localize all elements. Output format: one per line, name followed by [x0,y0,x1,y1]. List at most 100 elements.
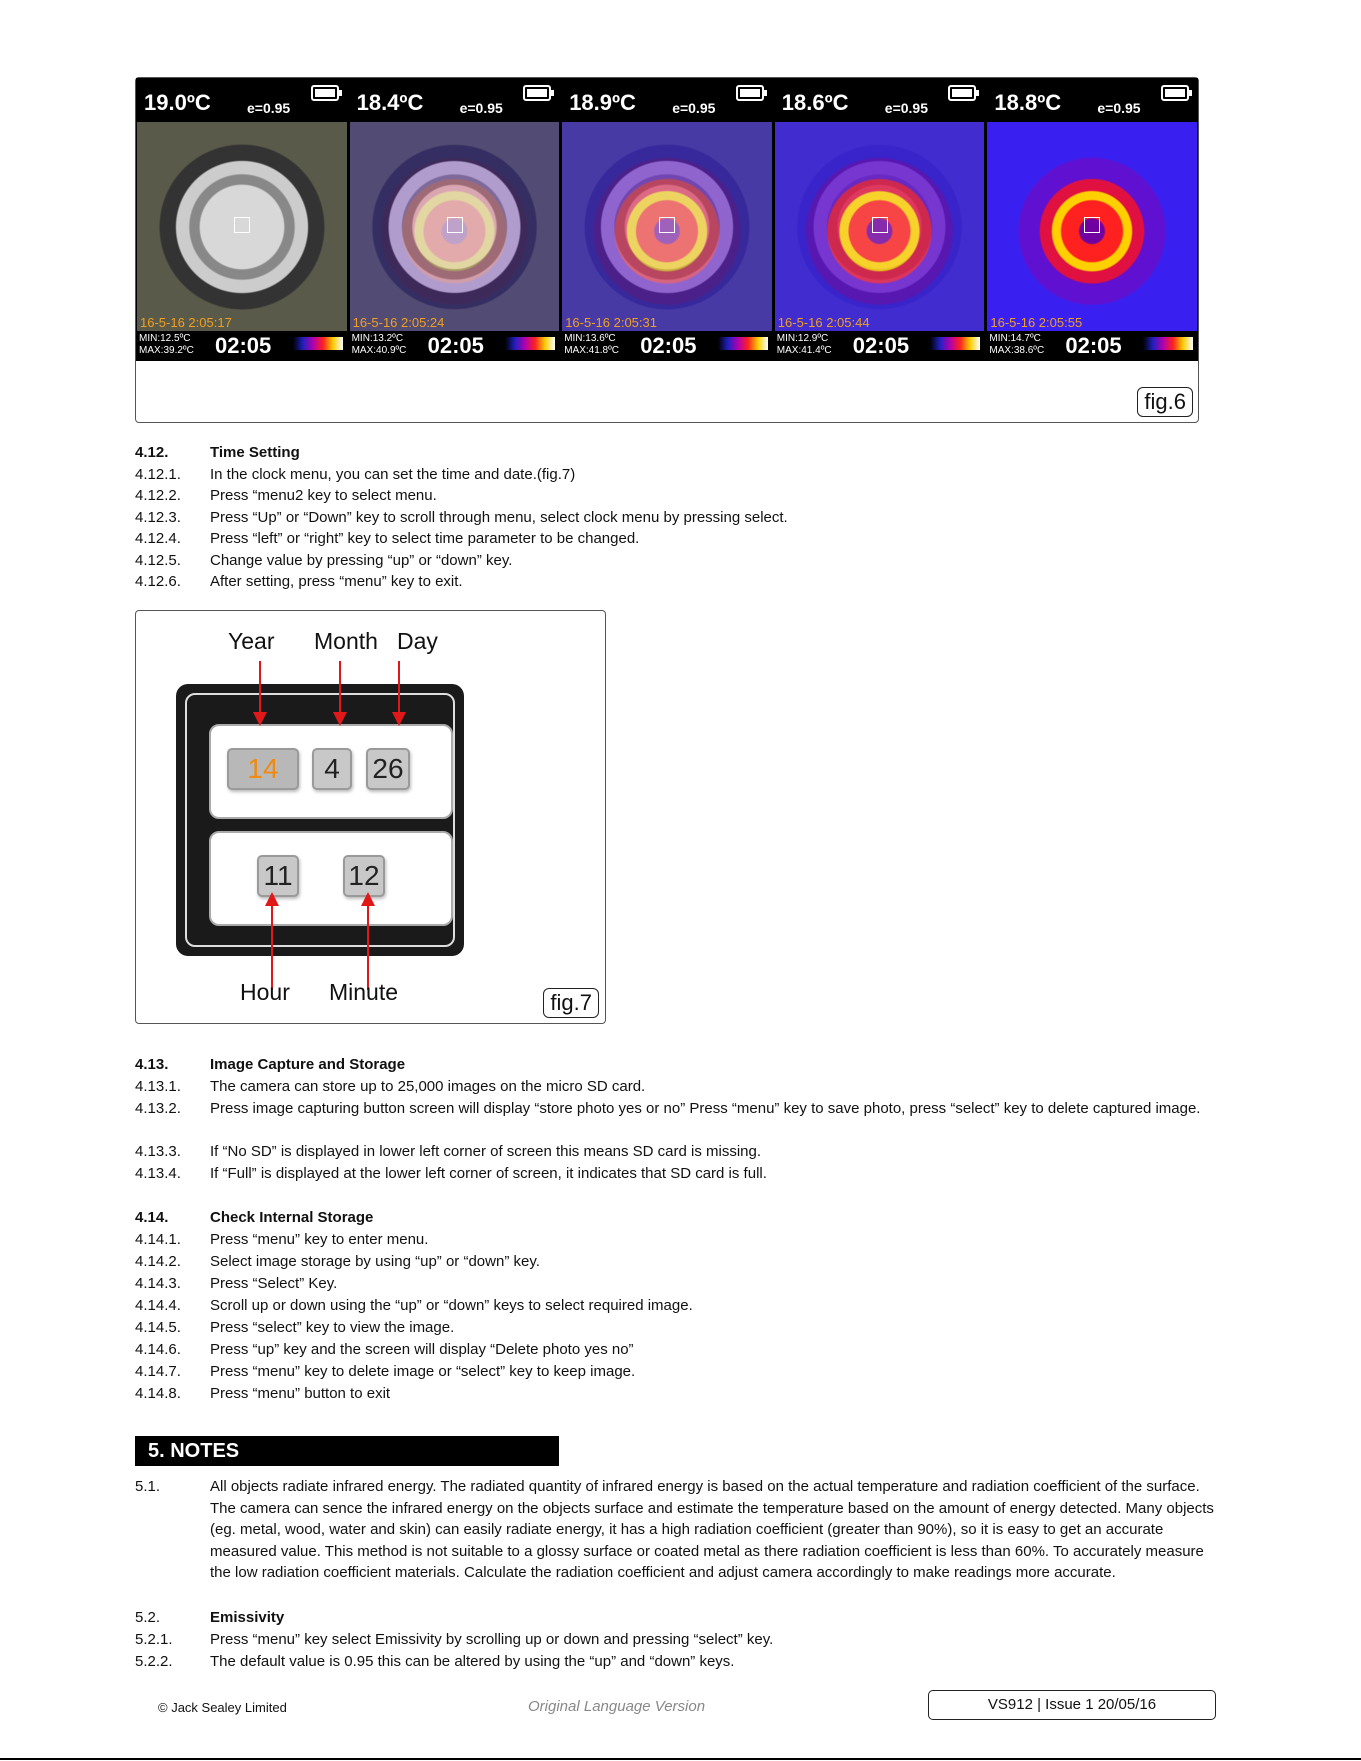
item-text: Change value by pressing “up” or “down” … [210,551,513,569]
emissivity-readout: e=0.95 [672,100,716,116]
item-text: Press “menu” key select Emissivity by sc… [210,1631,774,1648]
minute-label: Minute [329,979,399,1005]
section-title: Time Setting [210,444,300,461]
clock-readout: 02:05 [1065,333,1122,358]
list-item: 4.14.6. Press “up” key and the screen wil… [135,1339,1225,1361]
min-max-readout: MIN:12.5ºC MAX:39.2ºC [139,333,194,357]
item-text: In the clock menu, you can set the time … [210,465,576,483]
month-label: Month [314,628,378,654]
list-item: 4.13.3.If “No SD” is displayed in lower … [135,1141,1225,1163]
temperature-readout: 19.0ºC [144,90,211,115]
minute-value[interactable]: 12 [343,855,385,897]
crosshair-icon [871,217,888,233]
item-text: Press “left” or “right” key to select ti… [210,530,640,547]
timestamp: 16-5-16 2:05:17 [140,315,232,330]
year-value[interactable]: 14 [227,748,299,790]
item-text: The default value is 0.95 this can be al… [210,1653,735,1670]
panel-footer: MIN:13.2ºC MAX:40.9ºC 02:05 [349,331,560,361]
item-number: 4.14.7. [135,1363,181,1380]
temperature-readout: 18.4ºC [356,90,424,115]
item-text: If “Full” is displayed at the lower left… [210,1165,767,1182]
max-temp: MAX:40.9ºC [351,345,407,356]
thermal-panel: 18.9ºC e=0.95 16-5-16 2:05:31 MIN:13.6ºC… [562,78,772,361]
panel-footer: MIN:13.6ºC MAX:41.8ºC 02:05 [562,331,772,361]
emissivity-readout: e=0.95 [1097,100,1141,116]
max-temp: MAX:38.6ºC [989,345,1045,356]
day-arrow [392,661,406,726]
item-number: 5.1. [135,1478,161,1495]
footer-doc-ref: VS912 | Issue 1 20/05/16 [928,1690,1216,1720]
month-value[interactable]: 4 [312,748,352,790]
item-text: Press “up” key and the screen will displ… [210,1341,634,1358]
section-number: 4.13. [135,1056,169,1073]
color-palette-bar [717,337,768,350]
item-text: Press “menu” button to exit [210,1385,391,1402]
panel-header: 18.8ºC e=0.95 [987,78,1197,122]
crosshair-icon [234,217,250,233]
hour-arrow [265,892,279,990]
item-number: 4.14.3. [135,1275,181,1292]
thermal-image [137,122,347,332]
color-palette-bar [1142,337,1193,350]
note-5-2-heading: 5.2. Emissivity [135,1607,1225,1629]
list-item: 5.2.1. Press “menu” key select Emissivit… [135,1629,1225,1651]
clock-readout: 02:05 [215,333,272,358]
item-text: Press “Up” or “Down” key to scroll throu… [210,508,788,526]
list-item: 4.14.7.Press “menu” key to delete image … [135,1361,1225,1383]
list-item: 4.12.4.Press “left” or “right” key to se… [135,528,1225,550]
month-arrow [333,661,347,726]
item-number: 4.12.6. [135,573,181,590]
color-palette-bar [505,337,556,350]
list-item: 4.12.5. Change value by pressing “up” or … [135,550,1225,572]
max-temp: MAX:41.4ºC [776,345,832,356]
figure-7: Year Month Day 14 4 26 11 12 Hour Minute… [135,610,606,1024]
item-number: 4.14.8. [135,1385,181,1402]
footer-language: Original Language Version [528,1698,706,1715]
list-item: 4.14.5.Press “select” key to view the im… [135,1317,1225,1339]
item-number: 4.12.5. [135,551,181,569]
color-palette-bar [930,337,981,350]
item-number: 5.2. [135,1609,161,1626]
section-title: Image Capture and Storage [210,1056,406,1073]
section-4-14-heading: 4.14. Check Internal Storage [135,1207,1225,1229]
item-number: 4.14.2. [135,1253,181,1270]
temperature-readout: 18.9ºC [569,90,636,115]
clock-readout: 02:05 [852,333,910,358]
panel-footer: MIN:14.7ºC MAX:38.6ºC 02:05 [987,331,1197,361]
item-number: 4.14.5. [135,1319,181,1336]
day-value[interactable]: 26 [366,748,410,790]
device-bezel: 14 4 26 11 12 [185,693,455,947]
list-item: 4.12.1.In the clock menu, you can set th… [135,464,1225,486]
list-item: 4.14.3.Press “Select” Key. [135,1273,1225,1295]
item-number: 4.14.6. [135,1341,181,1358]
battery-icon [735,85,767,101]
panel-header: 19.0ºC e=0.95 [137,78,347,122]
thermal-panel: 18.6ºC e=0.95 16-5-16 2:05:44 MIN:12.9ºC… [774,78,985,361]
panel-footer: MIN:12.9ºC MAX:41.4ºC 02:05 [774,331,985,361]
panel-footer: MIN:12.5ºC MAX:39.2ºC 02:05 [137,331,347,361]
minute-arrow [361,892,375,990]
list-item: 4.14.4.Scroll up or down using the “up” … [135,1295,1225,1317]
battery-icon [948,85,980,101]
item-text: Select image storage by using “up” or “d… [210,1253,540,1270]
timestamp: 16-5-16 2:05:31 [565,315,657,330]
thermal-image [774,122,985,332]
thermal-panel: 18.4ºC e=0.95 16-5-16 2:05:24 MIN:13.2ºC… [349,78,560,361]
item-number: 4.13.3. [135,1143,181,1160]
hour-value[interactable]: 11 [257,855,299,897]
date-box: 14 4 26 [209,724,453,819]
list-item: 4.12.3.Press “Up” or “Down” key to scrol… [135,507,1225,529]
footer-copyright: © Jack Sealey Limited [158,1700,287,1715]
battery-icon [310,85,342,101]
emissivity-readout: e=0.95 [459,100,503,116]
item-text: After setting, press “menu” key to exit. [210,573,463,590]
time-box: 11 12 [209,831,453,926]
list-item: 4.12.6. After setting, press “menu” key t… [135,571,1225,593]
list-item: 5.2.2. The default value is 0.95 this ca… [135,1651,1225,1673]
panel-header: 18.4ºC e=0.95 [349,78,560,122]
section-number: 4.14. [135,1209,169,1226]
min-max-readout: MIN:13.6ºC MAX:41.8ºC [564,333,619,357]
battery-icon [523,85,555,101]
min-temp: MIN:14.7ºC [989,333,1041,344]
min-temp: MIN:13.2ºC [351,333,404,344]
